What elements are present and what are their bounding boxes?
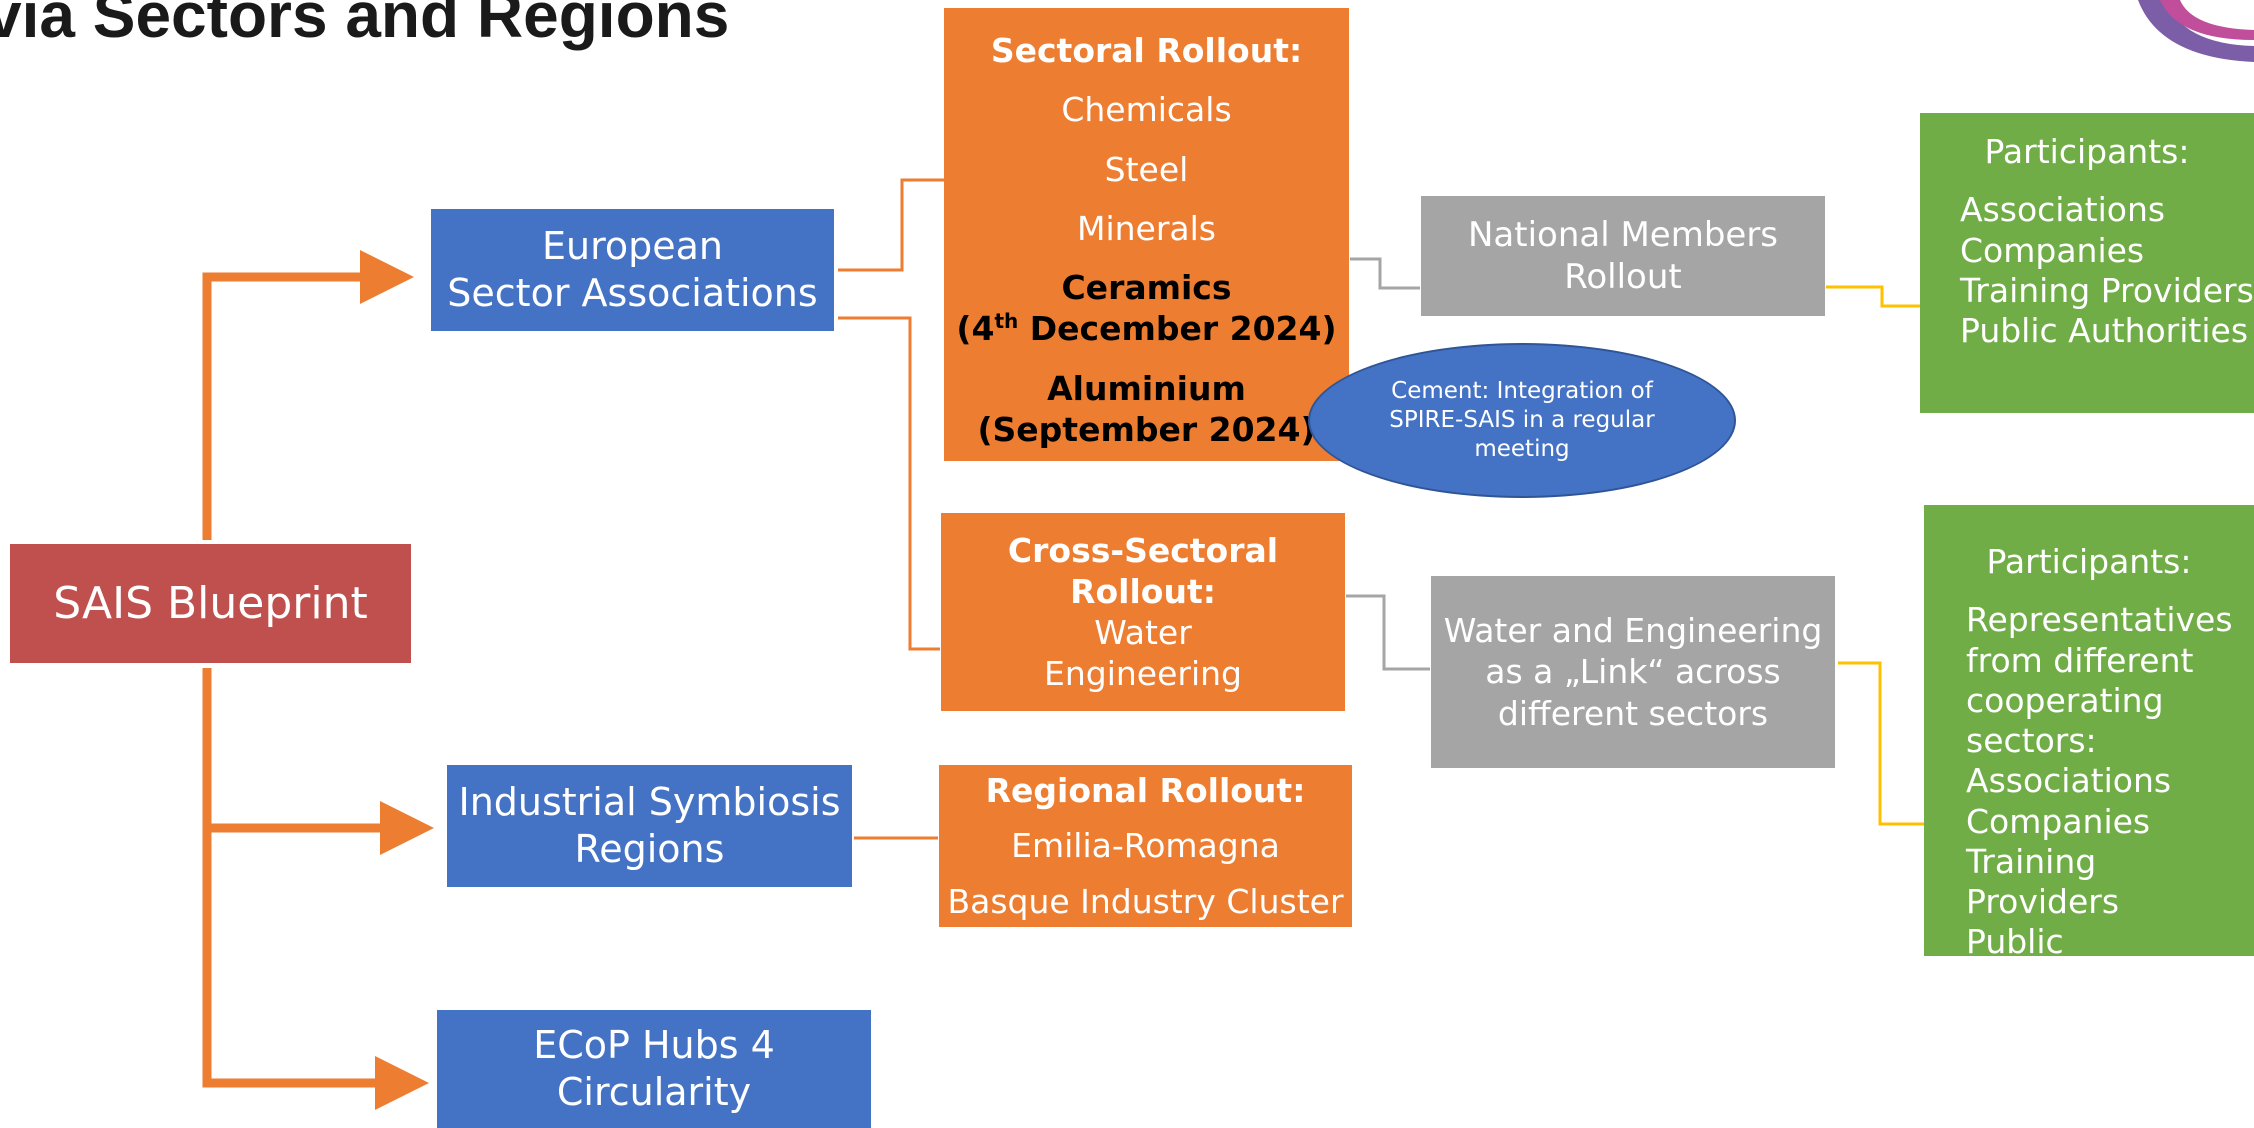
aluminium-date: (September 2024): [977, 409, 1316, 449]
connector-participants-2: [1838, 661, 1924, 826]
symbiosis-line-1: Industrial Symbiosis: [458, 779, 841, 824]
sector-ceramics: Ceramics: [1061, 268, 1232, 307]
participant-2-item: Representatives: [1966, 600, 2233, 640]
sectoral-heading: Sectoral Rollout:: [990, 31, 1303, 70]
connector-cross-sectoral: [838, 316, 940, 651]
national-members-box: National Members Rollout: [1421, 196, 1825, 316]
sector-aluminium: Aluminium: [1047, 368, 1246, 408]
connector-sectoral: [838, 178, 944, 272]
region-emilia-romagna: Emilia-Romagna: [1011, 826, 1280, 866]
participants-2-heading: Participants:: [1986, 542, 2192, 581]
ecop-hubs-label: ECoP Hubs 4 Circularity: [533, 1022, 775, 1115]
connector-participants-1: [1826, 285, 1920, 308]
participants-box-1: Participants: Associations Companies Tra…: [1920, 113, 2254, 413]
logo-icon: [2138, 0, 2254, 62]
sector-steel: Steel: [1104, 149, 1189, 189]
regional-heading: Regional Rollout:: [985, 771, 1306, 811]
participant-2-item: cooperating: [1966, 680, 2164, 720]
cross-sectoral-heading: Cross-Sectoral Rollout:: [1007, 530, 1279, 611]
cement-note-text: Cement: Integration of SPIRE-SAIS in a r…: [1389, 378, 1655, 462]
connector-national: [1350, 257, 1420, 290]
participant-public-authorities: Public Authorities: [1960, 311, 2249, 350]
cross-sectoral-box: Cross-Sectoral Rollout: Water Engineerin…: [941, 513, 1345, 711]
participant-training-providers: Training Providers: [1960, 270, 2254, 310]
national-line-2: Rollout: [1564, 257, 1682, 297]
sectoral-rollout-box: Sectoral Rollout: Chemicals Steel Minera…: [944, 8, 1349, 461]
sector-associations-box: European Sector Associations: [431, 209, 834, 331]
sector-minerals: Minerals: [1076, 208, 1216, 248]
participant-2-item: Associations: [1966, 761, 2172, 801]
participants-box-2: Participants: Representatives from diffe…: [1924, 505, 2254, 1002]
ecop-hubs-box: ECoP Hubs 4 Circularity: [437, 1010, 871, 1128]
sais-blueprint-label: SAIS Blueprint: [53, 578, 368, 629]
participant-2-item: Training Providers: [1966, 841, 2120, 921]
sector-associations-line-1: European: [541, 223, 723, 268]
water-link-box: Water and Engineering as a „Link“ across…: [1431, 576, 1835, 768]
participant-2-item: Public Authorities: [1966, 922, 2146, 1002]
symbiosis-line-2: Regions: [574, 827, 725, 871]
sector-associations-line-2: Sector Associations: [447, 271, 818, 315]
cross-water: Water: [1094, 613, 1192, 652]
page-title: via Sectors and Regions: [0, 0, 730, 51]
participants-1-heading: Participants:: [1984, 132, 2190, 171]
participant-companies: Companies: [1960, 230, 2145, 270]
arrow-to-sector-associations: [202, 250, 414, 540]
ceramics-date: (4th December 2024): [956, 309, 1337, 349]
sector-chemicals: Chemicals: [1061, 90, 1232, 130]
connector-water-link: [1346, 594, 1430, 671]
regional-rollout-box: Regional Rollout: Emilia-Romagna Basque …: [939, 765, 1352, 927]
sais-blueprint-box: SAIS Blueprint: [10, 544, 411, 663]
participant-2-item: sectors:: [1966, 721, 2097, 760]
water-link-text: Water and Engineering as a „Link“ across…: [1443, 611, 1823, 733]
participant-associations: Associations: [1960, 190, 2166, 230]
national-line-1: National Members: [1467, 214, 1779, 255]
region-basque: Basque Industry Cluster: [947, 881, 1344, 921]
cross-engineering: Engineering: [1044, 654, 1242, 694]
participant-2-item: from different: [1966, 640, 2194, 680]
symbiosis-regions-box: Industrial Symbiosis Regions: [447, 765, 852, 887]
participant-2-item: Companies: [1966, 801, 2151, 841]
cement-note-ellipse: Cement: Integration of SPIRE-SAIS in a r…: [1308, 343, 1736, 498]
arrow-to-symbiosis: [202, 668, 429, 1110]
